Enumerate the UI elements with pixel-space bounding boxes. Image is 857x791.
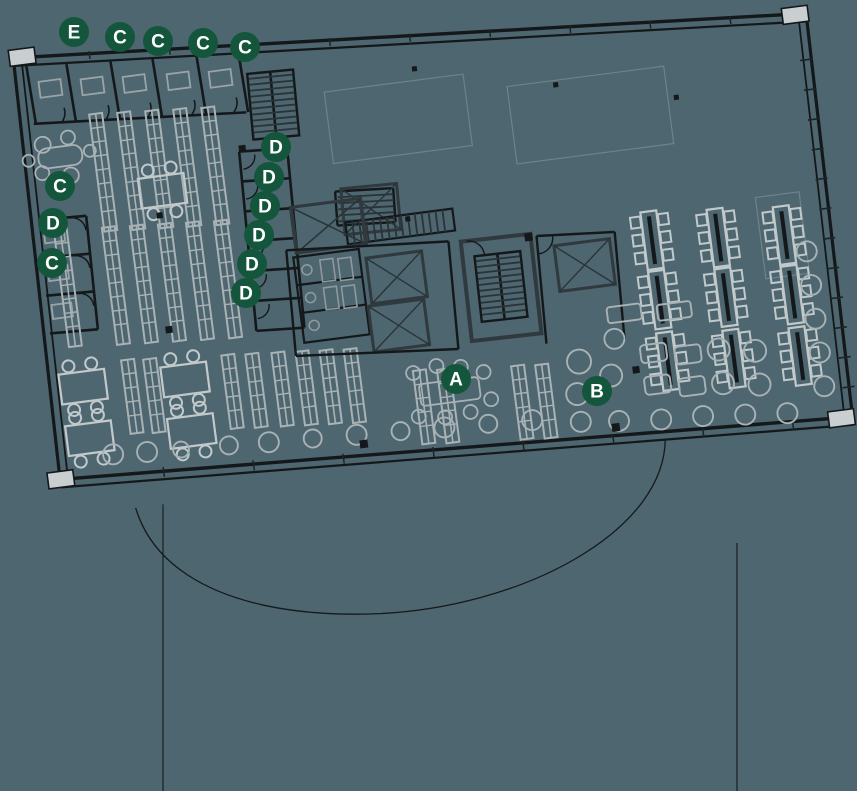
marker-c-2-label: C [151, 32, 165, 53]
open-office-centre [405, 358, 559, 446]
marker-d-1-label: D [46, 214, 60, 235]
east-glazing [800, 58, 855, 389]
marker-c-1-label: C [113, 28, 127, 49]
marker-c-6-circle[interactable] [37, 248, 67, 278]
marker-c-1[interactable]: C [105, 22, 135, 52]
marker-a-1[interactable]: A [441, 364, 471, 394]
marker-d-5-label: D [252, 226, 266, 247]
marker-d-1-circle[interactable] [38, 208, 68, 238]
marker-a-1-circle[interactable] [441, 364, 471, 394]
marker-d-1[interactable]: D [38, 208, 68, 238]
marker-d-3-circle[interactable] [254, 162, 284, 192]
marker-d-6-label: D [245, 255, 259, 276]
marker-d-2-label: D [269, 138, 283, 159]
marker-d-6-circle[interactable] [237, 249, 267, 279]
wc-block [292, 247, 372, 345]
marker-b-1-label: B [590, 382, 604, 403]
marker-c-2-circle[interactable] [143, 26, 173, 56]
south-glazing [162, 420, 795, 478]
structural-columns [7, 4, 857, 490]
plan-symbols [156, 66, 680, 449]
marker-c-6-label: C [45, 254, 59, 275]
marker-c-3-label: C [196, 34, 210, 55]
marker-c-2[interactable]: C [143, 26, 173, 56]
marker-e-1-label: E [68, 23, 81, 44]
marker-b-1-circle[interactable] [582, 376, 612, 406]
marker-e-1[interactable]: E [59, 17, 89, 47]
marker-d-4-label: D [258, 197, 272, 218]
marker-d-5-circle[interactable] [244, 220, 274, 250]
marker-c-4[interactable]: C [230, 32, 260, 62]
marker-a-1-label: A [449, 370, 463, 391]
marker-d-7-label: D [239, 284, 253, 305]
marker-c-1-circle[interactable] [105, 22, 135, 52]
marker-c-5-label: C [53, 177, 67, 198]
building-shell [7, 4, 857, 490]
marker-d-7-circle[interactable] [231, 278, 261, 308]
marker-d-2-circle[interactable] [261, 132, 291, 162]
marker-d-3-label: D [262, 168, 276, 189]
marker-c-4-circle[interactable] [230, 32, 260, 62]
marker-d-4-circle[interactable] [250, 191, 280, 221]
marker-b-1[interactable]: B [582, 376, 612, 406]
marker-e-1-circle[interactable] [59, 17, 89, 47]
marker-d-3[interactable]: D [254, 162, 284, 192]
marker-c-6[interactable]: C [37, 248, 67, 278]
terrace-outline [130, 431, 666, 615]
tables-east-glazing [795, 240, 836, 398]
marker-c-4-label: C [238, 38, 252, 59]
marker-c-5-circle[interactable] [45, 171, 75, 201]
building-core [245, 68, 626, 358]
marker-d-7[interactable]: D [231, 278, 261, 308]
marker-d-5[interactable]: D [244, 220, 274, 250]
marker-d-2[interactable]: D [261, 132, 291, 162]
south-stair [458, 231, 544, 344]
marker-c-3-circle[interactable] [188, 28, 218, 58]
marker-d-4[interactable]: D [250, 191, 280, 221]
marker-c-3[interactable]: C [188, 28, 218, 58]
lounge-northwest [21, 129, 97, 185]
marker-c-5[interactable]: C [45, 171, 75, 201]
marker-d-6[interactable]: D [237, 249, 267, 279]
